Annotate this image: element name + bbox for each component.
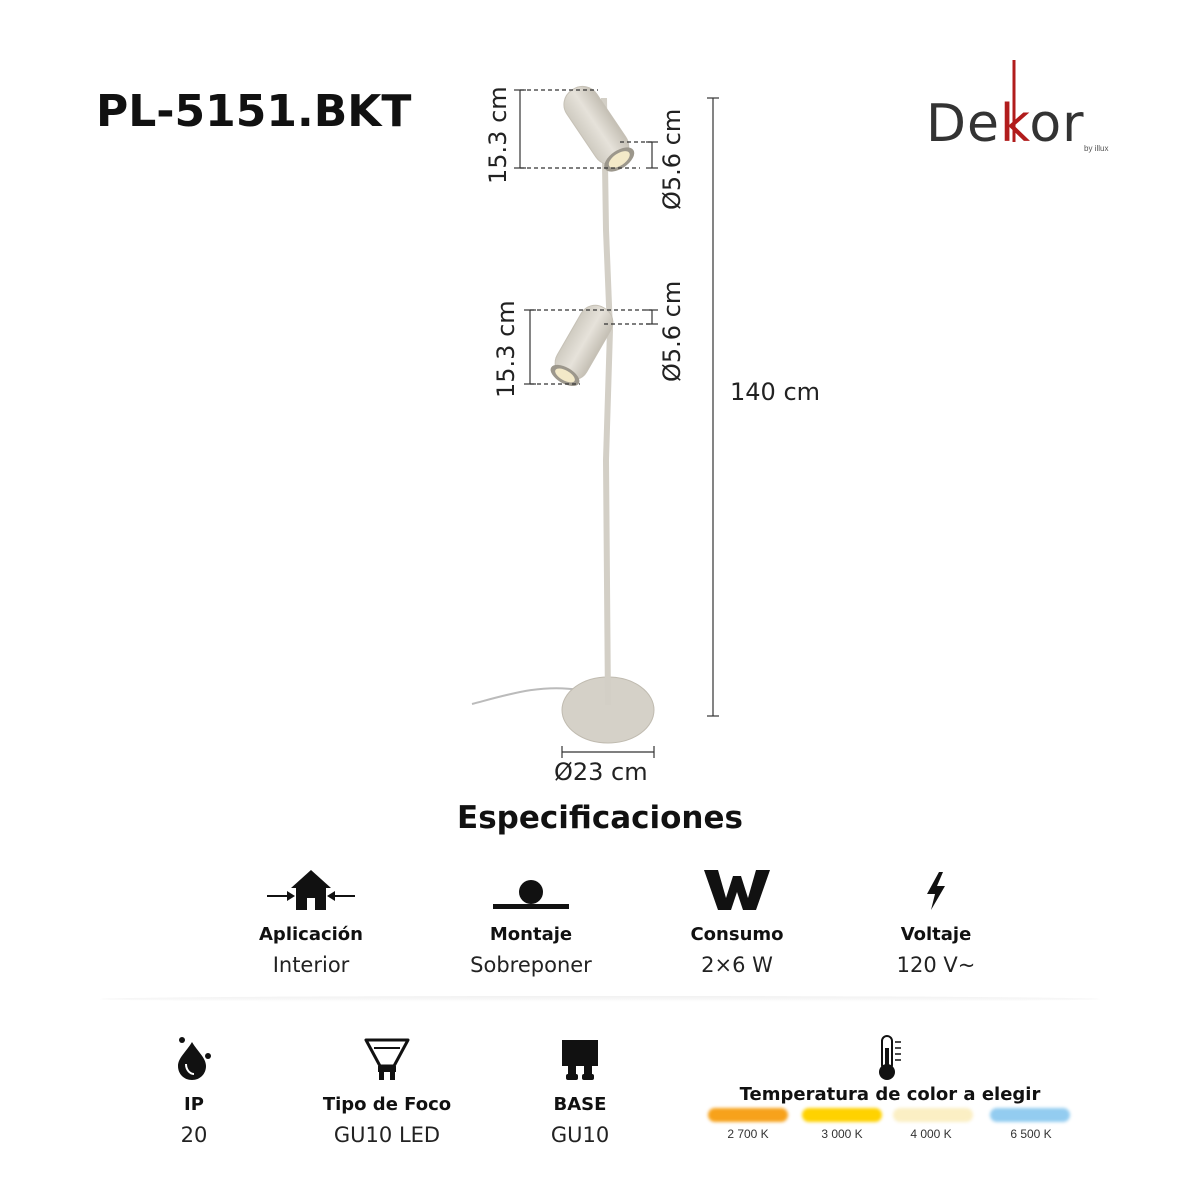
label-middle-height: 15.3 cm [492, 300, 520, 398]
thermometer-icon [879, 1035, 901, 1080]
spec-tipo-foco: Tipo de Foco GU10 LED [297, 1030, 477, 1147]
spec-value: 2×6 W [701, 953, 773, 977]
spec-value: Interior [272, 953, 350, 977]
dimension-base-diameter [561, 746, 655, 758]
spec-value: GU10 LED [333, 1123, 441, 1147]
gu10-bulb-icon [364, 1038, 410, 1080]
spec-label: Montaje [489, 924, 573, 945]
spec-voltaje: Voltaje 120 V~ [846, 860, 1026, 977]
spec-value: Sobreponer [470, 953, 592, 977]
spec-consumo: Consumo 2×6 W [647, 860, 827, 977]
label-total-height: 140 cm [730, 378, 820, 406]
model-number: PL-5151.BKT [96, 86, 412, 137]
brand-subtitle: by illux [1084, 144, 1109, 153]
spec-label: Aplicación [259, 924, 363, 945]
spec-aplicacion: Aplicación Interior [221, 860, 401, 977]
label-base-diameter: Ø23 cm [554, 758, 648, 786]
spec-montaje: Montaje Sobreponer [441, 860, 621, 977]
brand-logo-mark [1012, 60, 1016, 142]
spec-value: GU10 [550, 1123, 610, 1147]
label-top-diameter: Ø5.6 cm [658, 109, 686, 210]
spec-label: Tipo de Foco [322, 1094, 452, 1115]
house-interior-icon [267, 870, 355, 910]
spec-value: 20 [180, 1123, 208, 1147]
spec-value: 120 V~ [896, 953, 976, 977]
swatch-2700k [708, 1108, 788, 1122]
label-middle-diameter: Ø5.6 cm [658, 281, 686, 382]
swatch-label-4000k: 4 000 K [910, 1127, 952, 1141]
dimension-top-diameter [620, 141, 658, 169]
watt-icon [704, 870, 770, 910]
swatch-label-2700k: 2 700 K [727, 1127, 769, 1141]
spec-label: Voltaje [900, 924, 972, 945]
brand-wordmark: Dekor [926, 94, 1085, 154]
water-drop-icon [178, 1037, 211, 1080]
swatch-6500k [990, 1108, 1070, 1122]
power-cable [471, 687, 581, 705]
spec-label: IP [184, 1094, 204, 1115]
section-divider [100, 996, 1100, 1002]
color-temperature-title: Temperatura de color a elegir [739, 1084, 1041, 1105]
surface-mount-icon [493, 880, 569, 909]
socket-base-icon [562, 1040, 598, 1080]
spec-ip: IP 20 [104, 1030, 284, 1147]
spec-label: Consumo [690, 924, 784, 945]
dimension-total-height [707, 97, 719, 717]
swatch-label-3000k: 3 000 K [821, 1127, 863, 1141]
label-top-height: 15.3 cm [484, 86, 512, 184]
dimension-middle-height [524, 309, 652, 385]
brand-logo: Dekor by illux [926, 56, 1126, 166]
dimension-top-height [514, 89, 640, 169]
swatch-3000k [802, 1108, 882, 1122]
spec-base: BASE GU10 [490, 1030, 670, 1147]
swatch-label-6500k: 6 500 K [1010, 1127, 1052, 1141]
lamp-head-top [563, 85, 635, 172]
dimension-middle-diameter [604, 309, 658, 325]
lightning-bolt-icon [927, 872, 945, 910]
specs-title: Especificaciones [457, 800, 743, 836]
lamp-technical-drawing: 15.3 cm Ø5.6 cm 15.3 cm Ø5.6 cm 140 cm Ø… [471, 85, 820, 786]
lamp-head-middle [550, 304, 614, 387]
swatch-4000k [893, 1108, 973, 1122]
spec-label: BASE [553, 1094, 607, 1115]
lamp-pole [601, 97, 614, 706]
